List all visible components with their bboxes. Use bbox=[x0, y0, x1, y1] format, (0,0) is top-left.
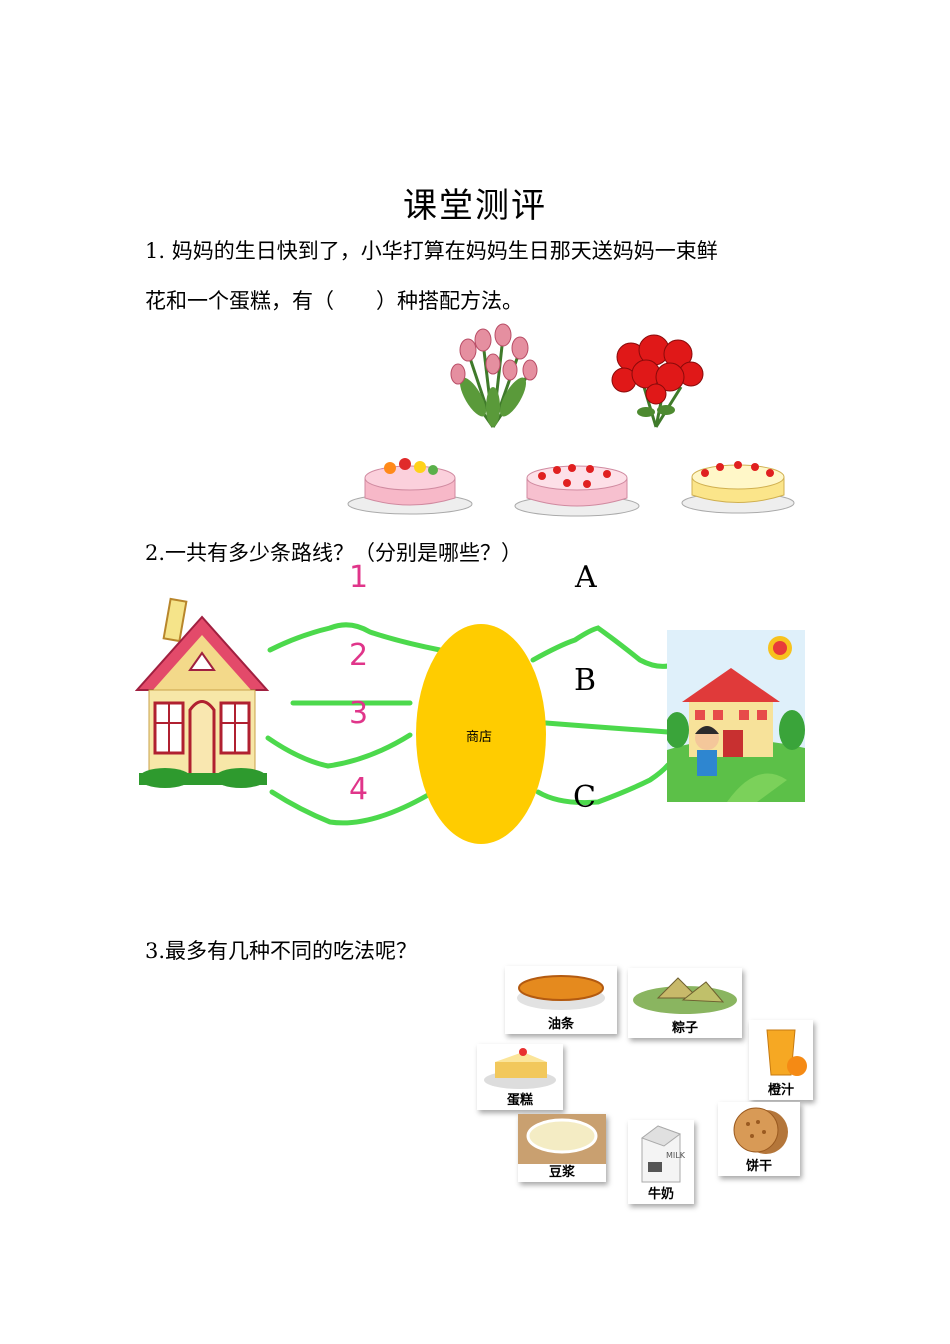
cake-image-1 bbox=[347, 458, 473, 515]
route-label-1: 1 bbox=[349, 560, 369, 595]
food-label-cake: 蛋糕 bbox=[506, 1093, 533, 1108]
route-label-B: B bbox=[574, 663, 597, 698]
route-line-lower-left bbox=[265, 732, 413, 769]
route-line-C bbox=[535, 762, 671, 805]
store-oval bbox=[416, 624, 546, 844]
orange-juice-image bbox=[766, 1029, 807, 1076]
route-line-4 bbox=[269, 789, 431, 826]
food-card-cake: 蛋糕 bbox=[477, 1044, 563, 1110]
doujiang-image bbox=[518, 1114, 606, 1164]
question-3: 3.最多有几种不同的吃法呢？ bbox=[145, 939, 418, 963]
tulip-bouquet-image bbox=[450, 323, 538, 428]
food-card-biscuit: 饼干 bbox=[718, 1102, 800, 1176]
question-1-line-1: 1. 妈妈的生日快到了，小华打算在妈妈生日那天送妈妈一束鲜 bbox=[145, 239, 718, 263]
food-card-youtiao: 油条 bbox=[505, 966, 617, 1034]
route-label-2: 2 bbox=[349, 638, 369, 673]
page-title: 课堂测评 bbox=[403, 186, 547, 226]
food-card-doujiang: 豆浆 bbox=[518, 1114, 606, 1182]
food-card-orange-juice: 橙汁 bbox=[749, 1020, 813, 1100]
food-card-zongzi: 粽子 bbox=[628, 968, 742, 1038]
route-line-A bbox=[530, 625, 671, 669]
food-card-milk: MILK 牛奶 bbox=[628, 1120, 694, 1204]
route-label-C: C bbox=[573, 780, 596, 815]
question-1-line-2: 花和一个蛋糕，有（ ）种搭配方法。 bbox=[145, 289, 523, 313]
milk-carton-image: MILK bbox=[640, 1125, 686, 1183]
food-label-doujiang: 豆浆 bbox=[548, 1165, 575, 1180]
cake-food-image bbox=[484, 1048, 556, 1089]
zongzi-image bbox=[633, 977, 737, 1014]
cake-image-2 bbox=[514, 464, 640, 517]
food-label-youtiao: 油条 bbox=[547, 1017, 574, 1032]
route-label-A: A bbox=[575, 560, 597, 595]
route-label-3: 3 bbox=[349, 696, 369, 731]
food-label-biscuit: 饼干 bbox=[745, 1159, 772, 1174]
route-line-2 bbox=[267, 622, 443, 653]
house-image bbox=[135, 597, 270, 788]
youtiao-image bbox=[517, 975, 605, 1010]
svg-text:MILK: MILK bbox=[666, 1151, 686, 1160]
route-diagram bbox=[265, 622, 671, 844]
route-label-4: 4 bbox=[349, 772, 369, 807]
school-image bbox=[667, 630, 805, 802]
food-label-milk: 牛奶 bbox=[647, 1187, 674, 1202]
store-label: 商店 bbox=[466, 730, 493, 745]
biscuit-image bbox=[733, 1107, 788, 1154]
food-label-orange-juice: 橙汁 bbox=[767, 1083, 794, 1098]
route-line-B bbox=[543, 720, 671, 735]
rose-bouquet-image bbox=[611, 334, 704, 428]
food-label-zongzi: 粽子 bbox=[671, 1021, 698, 1036]
cake-image-3 bbox=[681, 461, 795, 514]
question-2: 2.一共有多少条路线？（分别是哪些？） bbox=[145, 541, 523, 565]
